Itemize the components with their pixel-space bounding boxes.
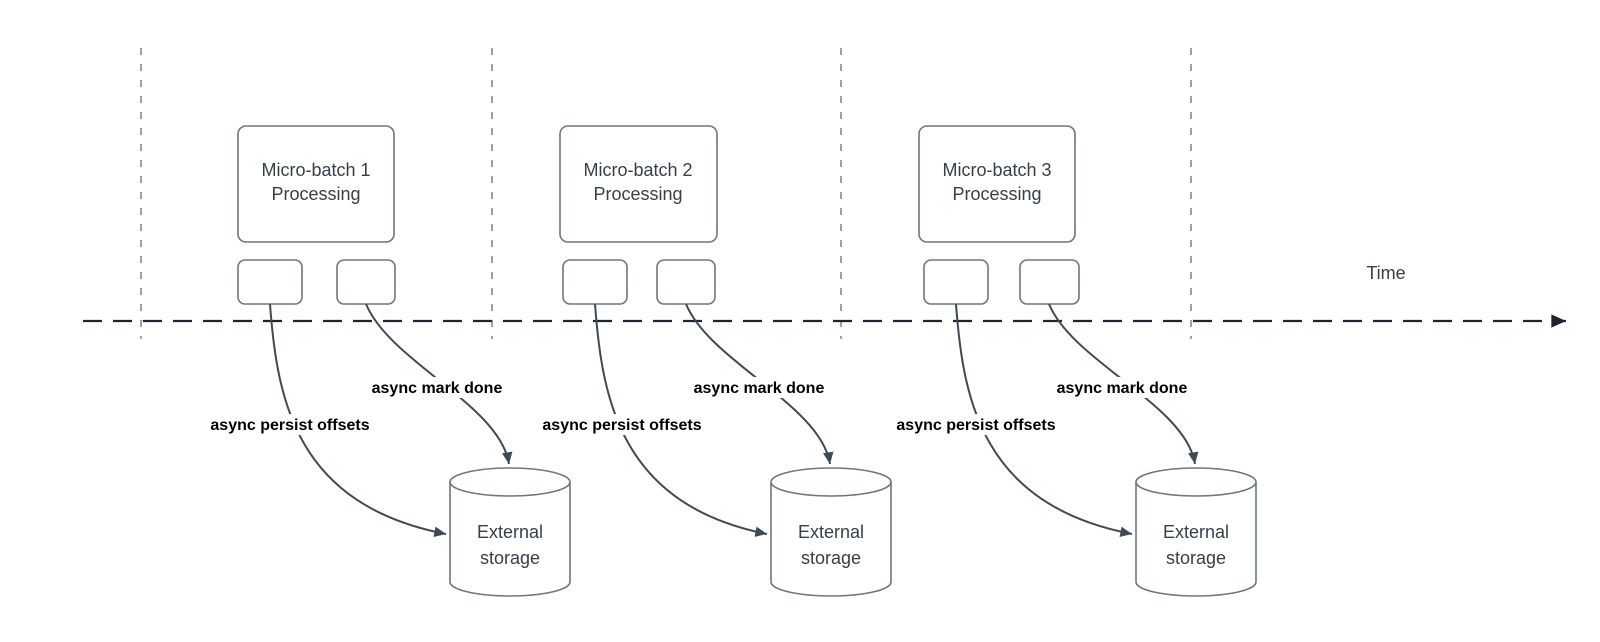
persist-offsets-label-bg (202, 414, 378, 435)
external-storage-label-line2: storage (1166, 548, 1226, 568)
micro-batch-box-title-line1: Micro-batch 2 (583, 160, 692, 180)
cylinder-body (770, 467, 892, 597)
mark-done-task-box (336, 259, 396, 305)
cylinder-top-arc (770, 481, 892, 497)
mark-done-label-bg (1049, 377, 1195, 398)
mark-done-label: async mark done (1057, 380, 1188, 397)
external-storage-label-line1: External (1163, 522, 1229, 542)
mark-done-label: async mark done (372, 380, 503, 397)
mark-done-task-box (656, 259, 716, 305)
external-storage-label-line2: storage (801, 548, 861, 568)
cylinder-top-arc (1135, 481, 1257, 497)
persist-offsets-label-bg (534, 414, 710, 435)
micro-batch-box (559, 125, 718, 243)
persist-offsets-label: async persist offsets (210, 417, 369, 434)
persist-offsets-task-box (923, 259, 989, 305)
persist-offsets-arrow (955, 303, 1133, 537)
micro-batch-section-2: Micro-batch 2 Processing async persist o… (534, 125, 892, 597)
mark-done-label: async mark done (694, 380, 825, 397)
persist-offsets-task-box (562, 259, 628, 305)
cylinder-top-arc (449, 481, 571, 497)
micro-batch-box-title-line2: Processing (952, 184, 1041, 204)
persist-offsets-task-box (237, 259, 303, 305)
mark-done-label-bg (364, 377, 510, 398)
mark-done-task-box (1019, 259, 1080, 305)
time-axis: Time (83, 263, 1566, 328)
persist-offsets-label-bg (888, 414, 1064, 435)
external-storage-label-line1: External (477, 522, 543, 542)
mark-done-label-bg (686, 377, 832, 398)
micro-batch-box (918, 125, 1076, 243)
external-storage-cylinder: External storage (1135, 467, 1257, 597)
micro-batch-box (237, 125, 395, 243)
micro-batch-box-title-line2: Processing (593, 184, 682, 204)
micro-batch-box-title-line2: Processing (271, 184, 360, 204)
external-storage-cylinder: External storage (770, 467, 892, 597)
micro-batch-box-title-line1: Micro-batch 1 (261, 160, 370, 180)
persist-offsets-label: async persist offsets (542, 417, 701, 434)
external-storage-label-line1: External (798, 522, 864, 542)
micro-batch-section-1: Micro-batch 1 Processing async persist o… (202, 125, 571, 597)
cylinder-body (1135, 467, 1257, 597)
external-storage-cylinder: External storage (449, 467, 571, 597)
cylinder-body (449, 467, 571, 597)
persist-offsets-label: async persist offsets (896, 417, 1055, 434)
external-storage-label-line2: storage (480, 548, 540, 568)
persist-offsets-arrow (269, 303, 447, 537)
micro-batch-section-3: Micro-batch 3 Processing async persist o… (888, 125, 1257, 597)
persist-offsets-arrow (594, 303, 768, 537)
time-axis-label: Time (1366, 263, 1405, 283)
micro-batch-box-title-line1: Micro-batch 3 (942, 160, 1051, 180)
